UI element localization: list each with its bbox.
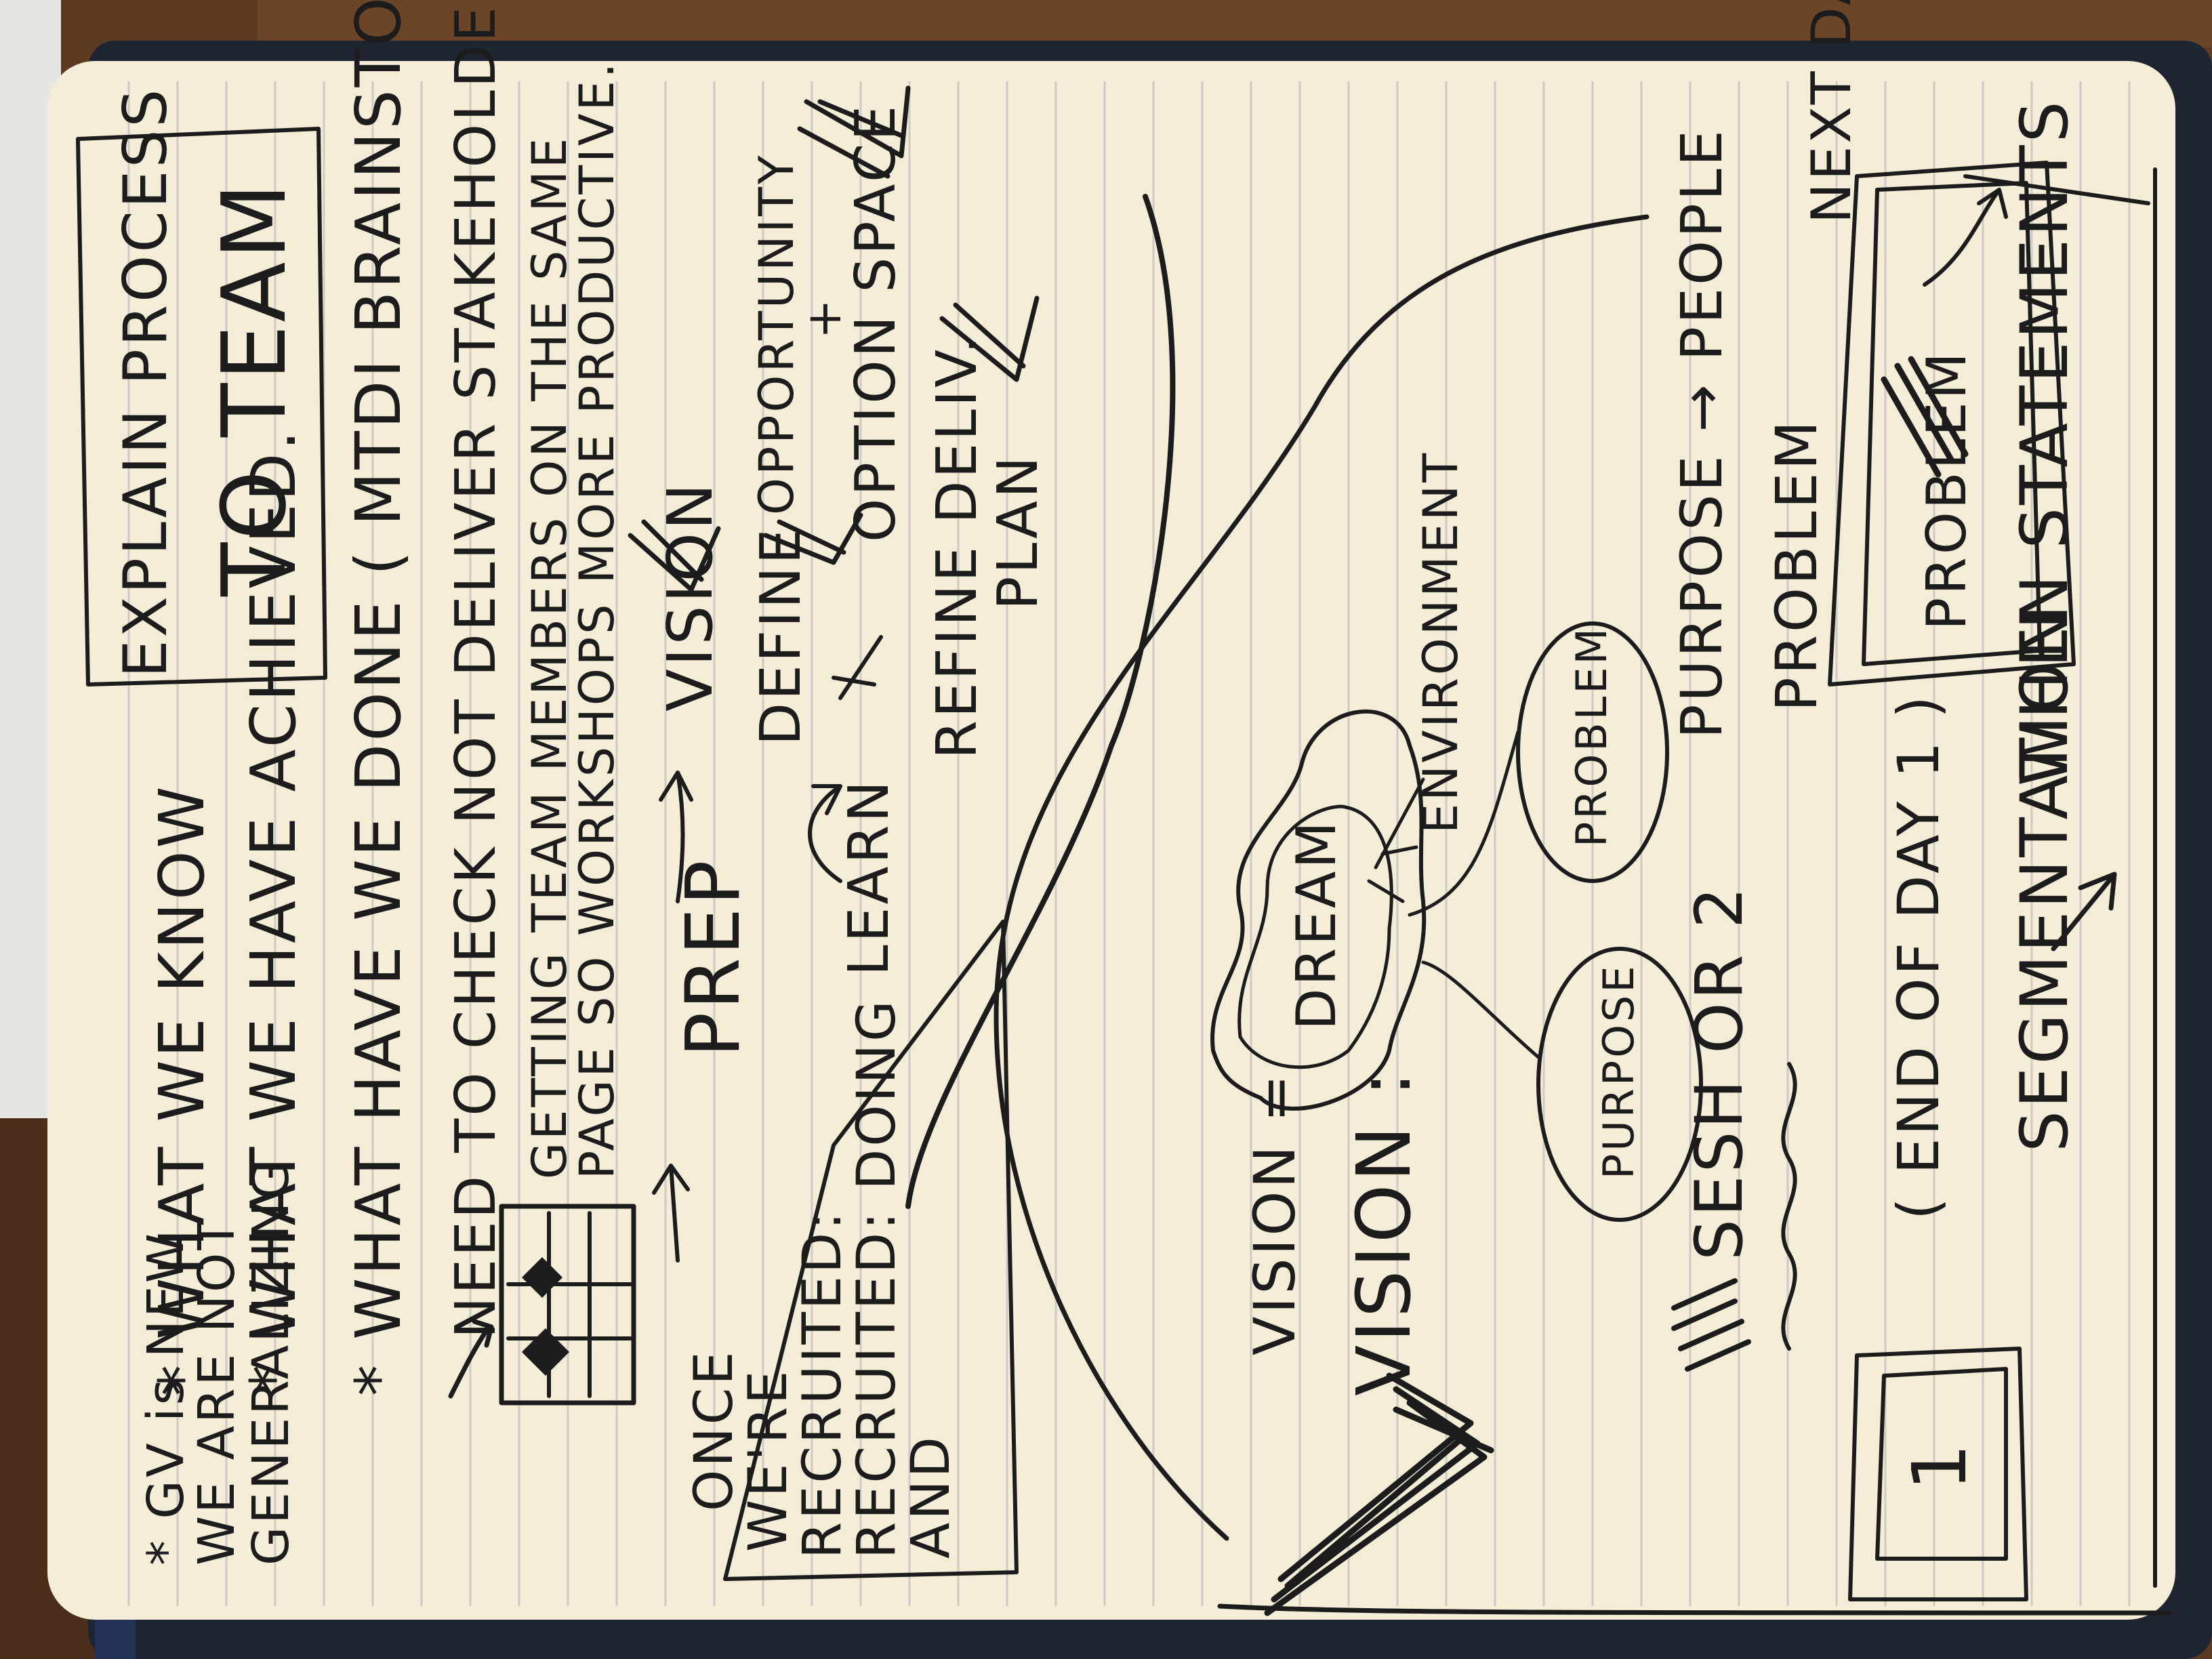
next-day-box — [1828, 161, 2076, 687]
purpose-people: PURPOSE → PEOPLE — [1668, 127, 1735, 739]
note-gv-is-new: * GV is NEW — [137, 1231, 195, 1565]
title-box-border — [76, 127, 327, 687]
purpose-oval — [1536, 947, 1703, 1222]
chevron-refine — [939, 295, 1040, 382]
step-plan: PLAN — [986, 454, 1050, 610]
note-page-so: PAGE SO WORKSHOPS MORE PRODUCTIVE. — [569, 60, 625, 1179]
process-flow: PREP VISION DEFINE OPPORTUNITY + OPTION … — [628, 85, 1050, 1057]
vision-diagram: VISION = DREAM ENVIRONMENT PROBLEM PURPO… — [1210, 451, 1703, 1355]
note-generalizing: GENERALIZING — [242, 1158, 300, 1565]
filled-diamond-1 — [522, 1257, 562, 1298]
problem-label: PROBLEM — [1567, 626, 1616, 847]
bottom-notes: SESH OR 2 PURPOSE → PEOPLE PROBLEM PROBL… — [1668, 0, 2157, 1601]
step-refine-deliv: REFINE DELIV. — [925, 333, 989, 759]
bottom-left-frame — [1217, 1603, 2171, 1616]
vision-boundary — [994, 214, 1650, 1541]
step-define: DEFINE — [749, 527, 813, 745]
big-chevron-icon — [1264, 1372, 1494, 1616]
dream-cloud — [1210, 709, 1427, 1111]
paper-page — [47, 61, 2175, 1620]
bottom-left-area: VISION : — [1217, 1069, 2171, 1616]
square-box-label: 1 — [1896, 1441, 1983, 1491]
scribble-out — [1671, 1278, 1751, 1372]
chevron-define — [763, 512, 863, 565]
once-box-border — [723, 920, 1019, 1581]
title-box: EXPLAIN PROCESS TO TEAM — [76, 87, 327, 687]
purpose-label: PURPOSE — [1594, 963, 1643, 1179]
step-option-space: OPTION SPACE — [844, 103, 908, 542]
segmentation-label: SEGMENTATION — [2007, 608, 2083, 1152]
learn-crossout — [832, 635, 883, 700]
left-notes: * GV is NEW WE ARE NOT GENERALIZING * WH… — [137, 0, 636, 1565]
dream-label: DREAM — [1285, 819, 1348, 1030]
next-day-arrow — [1923, 188, 2008, 287]
once-line-2: WE'RE — [738, 1368, 799, 1552]
arrow-define — [808, 784, 842, 883]
problem-oval — [1516, 621, 1669, 883]
note-need-to-check: NEED TO CHECK NOT DELIVER STAKEHOLDERS. — [444, 0, 508, 1338]
vision-equals: VISION = — [1242, 1072, 1308, 1355]
vision-colon: VISION : — [1340, 1069, 1427, 1396]
wood-top-strip — [258, 0, 2212, 47]
crossout-scribble — [1881, 356, 1969, 478]
step-plus: + — [796, 296, 852, 339]
next-day-box-inner — [1862, 181, 2042, 666]
note-getting-team: GETTING TEAM MEMBERS ON THE SAME — [522, 136, 577, 1179]
title-to-team: TO TEAM — [203, 180, 306, 597]
seg-arrow — [2051, 872, 2117, 951]
wavy-line — [1781, 1062, 1797, 1351]
next-day-label: NEXT DAY — [1800, 0, 1863, 224]
note-we-are-not: WE ARE NOT — [188, 1216, 246, 1565]
dream-cloud-inner — [1237, 804, 1393, 1069]
bullet-what-we-have-achieved: * WHAT WE HAVE ACHIEVED. — [237, 428, 310, 1396]
once-line-5: AND — [901, 1434, 962, 1559]
environment-label: ENVIRONMENT — [1413, 451, 1469, 834]
step-vision: VISION — [654, 480, 726, 712]
problem-note: PROBLEM — [1763, 418, 1830, 712]
arrow-purpose — [1421, 960, 1540, 1059]
end-of-day: ( END OF DAY 1 ) — [1885, 693, 1952, 1220]
chevron-vision — [628, 519, 721, 592]
once-line-3: RECRUITED: — [792, 1209, 853, 1559]
square-box — [1848, 1347, 2028, 1601]
sesh-label: SESH OR 2 — [1681, 884, 1757, 1261]
arrow-to-need — [448, 1319, 494, 1399]
filled-diamond-2 — [522, 1328, 569, 1376]
once-box: ONCE WE'RE RECRUITED: RECRUITED: DOING A… — [652, 920, 1019, 1581]
wave-divider — [905, 194, 1176, 1209]
once-line-1: ONCE — [684, 1349, 745, 1512]
title-explain-process: EXPLAIN PROCESS — [110, 87, 180, 678]
step-learn: LEARN — [837, 778, 901, 976]
arrow-prep-vision — [659, 771, 693, 903]
crossed-problem: PROBLEM — [1915, 350, 1978, 630]
step-prep: PREP — [670, 857, 756, 1057]
bullet-what-we-know: * WHAT WE KNOW — [146, 784, 218, 1397]
sketch-grid-icon — [499, 1204, 636, 1406]
when-statements: WHEN STATEMENTS — [2007, 98, 2083, 786]
once-arrow — [652, 1164, 690, 1263]
bullet-what-have-we-done: * WHAT HAVE WE DONE ( MTDI BRAINSTORM — [342, 0, 415, 1396]
right-frame — [1963, 167, 2157, 1588]
arrow-problem — [1408, 730, 1520, 917]
once-line-4: RECRUITED: DOING — [846, 998, 907, 1559]
chevron-option — [797, 85, 911, 179]
arrow-environment — [1367, 777, 1425, 903]
square-box-inner — [1875, 1367, 2008, 1561]
step-opportunity: OPPORTUNITY — [749, 152, 804, 515]
